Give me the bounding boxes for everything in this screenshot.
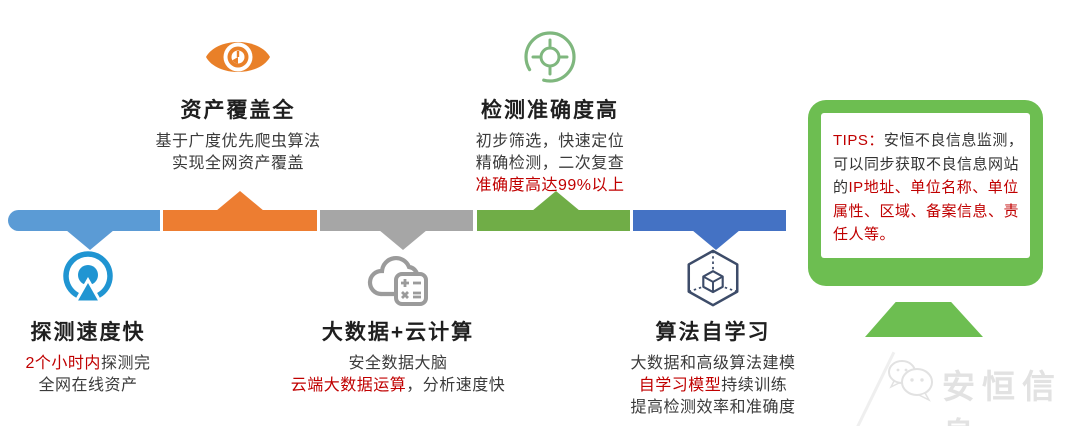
stage-asset-coverage: 资产覆盖全 基于广度优先爬虫算法 实现全网资产覆盖 bbox=[130, 26, 346, 175]
text-run: 实现全网资产覆盖 bbox=[171, 155, 304, 172]
text-run: 初步筛选，快速定位 bbox=[475, 133, 625, 150]
text-run: 安全数据大脑 bbox=[348, 355, 448, 372]
text-run: ，分析速度快 bbox=[406, 377, 506, 394]
timeline-segment-bigdata-cloud bbox=[320, 210, 473, 231]
stage-subtitle: 2个小时内探测完 全网在线资产 bbox=[0, 353, 176, 397]
tips-line: TIPS：安恒不良信息监测， bbox=[833, 129, 1024, 153]
text-run: 准确度高达99%以上 bbox=[475, 177, 625, 194]
timeline-arrow-down-icon bbox=[379, 230, 427, 250]
timeline-arrow-down-icon bbox=[66, 230, 114, 250]
stage-subtitle: 初步筛选，快速定位 精确检测，二次复查 准确度高达99%以上 bbox=[438, 131, 662, 197]
stage-subtitle: 安全数据大脑 云端大数据运算，分析速度快 bbox=[286, 353, 510, 397]
text-run: 的 bbox=[833, 179, 849, 196]
timeline-segment-detect-speed bbox=[8, 210, 160, 231]
cloud-calculator-icon bbox=[367, 256, 428, 306]
text-run: 全网在线资产 bbox=[38, 377, 138, 394]
subtitle-line: 精确检测，二次复查 bbox=[438, 153, 662, 175]
wechat-icon bbox=[884, 356, 940, 409]
monitor-frame: TIPS：安恒不良信息监测， 可以同步获取不良信息网站 的IP地址、单位名称、单… bbox=[808, 100, 1043, 286]
timeline-arrow-up-icon bbox=[216, 191, 264, 211]
stage-detect-speed: 探测速度快 2个小时内探测完 全网在线资产 bbox=[0, 248, 176, 397]
stage-title: 探测速度快 bbox=[30, 321, 146, 344]
text-run: IP地址、单位名称、单位 bbox=[848, 179, 1019, 196]
subtitle-line: 初步筛选，快速定位 bbox=[438, 131, 662, 153]
stage-subtitle: 大数据和高级算法建模 自学习模型持续训练 提高检测效率和准确度 bbox=[601, 353, 825, 419]
subtitle-line: 基于广度优先爬虫算法 bbox=[130, 131, 346, 153]
text-run: 大数据和高级算法建模 bbox=[630, 355, 796, 372]
subtitle-line: 实现全网资产覆盖 bbox=[130, 153, 346, 175]
text-run: 基于广度优先爬虫算法 bbox=[155, 133, 321, 150]
text-run: 持续训练 bbox=[721, 377, 788, 394]
watermark-brand: 安恒信息 bbox=[942, 368, 1062, 426]
text-run: 探测完 bbox=[100, 355, 151, 372]
tips-line: 任人等。 bbox=[833, 223, 1024, 247]
text-run: 精确检测，二次复查 bbox=[475, 155, 625, 172]
stage-bigdata-cloud: 大数据+云计算 安全数据大脑 云端大数据运算，分析速度快 bbox=[286, 248, 510, 397]
target-icon bbox=[524, 31, 576, 83]
text-run: 安恒不良信息监测， bbox=[883, 132, 1024, 149]
stage-accuracy: 检测准确度高 初步筛选，快速定位 精确检测，二次复查 准确度高达99%以上 bbox=[438, 26, 662, 197]
text-run: TIPS： bbox=[833, 132, 884, 149]
radar-person-icon bbox=[63, 251, 113, 304]
subtitle-line: 准确度高达99%以上 bbox=[438, 175, 662, 197]
subtitle-line: 安全数据大脑 bbox=[286, 353, 510, 375]
cube-icon bbox=[687, 249, 739, 307]
subtitle-line: 大数据和高级算法建模 bbox=[601, 353, 825, 375]
stage-title: 检测准确度高 bbox=[481, 99, 619, 122]
monitor-stand bbox=[865, 302, 983, 337]
text-run: 云端大数据运算 bbox=[290, 377, 407, 394]
tips-line: 的IP地址、单位名称、单位 bbox=[833, 176, 1024, 200]
eye-icon bbox=[206, 42, 270, 72]
stage-title: 大数据+云计算 bbox=[321, 321, 475, 344]
tips-line: 属性、区域、备案信息、责 bbox=[833, 200, 1024, 224]
timeline-segment-self-learning bbox=[633, 210, 786, 231]
subtitle-line: 2个小时内探测完 bbox=[0, 353, 176, 375]
stage-subtitle: 基于广度优先爬虫算法 实现全网资产覆盖 bbox=[130, 131, 346, 175]
stage-title: 资产覆盖全 bbox=[180, 99, 296, 122]
subtitle-line: 云端大数据运算，分析速度快 bbox=[286, 375, 510, 397]
text-run: 可以同步获取不良信息网站 bbox=[833, 155, 1020, 173]
stage-title: 算法自学习 bbox=[655, 321, 771, 344]
text-run: 自学习模型 bbox=[638, 377, 722, 394]
text-run: 任人等。 bbox=[833, 226, 896, 243]
subtitle-line: 提高检测效率和准确度 bbox=[601, 397, 825, 419]
text-run: 2个小时内 bbox=[25, 355, 101, 372]
subtitle-line: 自学习模型持续训练 bbox=[601, 375, 825, 397]
timeline-segment-asset-coverage bbox=[163, 210, 317, 231]
subtitle-line: 全网在线资产 bbox=[0, 375, 176, 397]
timeline-segment-accuracy bbox=[477, 210, 630, 231]
text-run: 提高检测效率和准确度 bbox=[630, 399, 796, 416]
monitor-screen: TIPS：安恒不良信息监测， 可以同步获取不良信息网站 的IP地址、单位名称、单… bbox=[821, 113, 1030, 258]
text-run: 属性、区域、备案信息、责 bbox=[833, 202, 1020, 220]
stage-self-learning: 算法自学习 大数据和高级算法建模 自学习模型持续训练 提高检测效率和准确度 bbox=[601, 248, 825, 419]
tips-line: 可以同步获取不良信息网站 bbox=[833, 153, 1024, 177]
